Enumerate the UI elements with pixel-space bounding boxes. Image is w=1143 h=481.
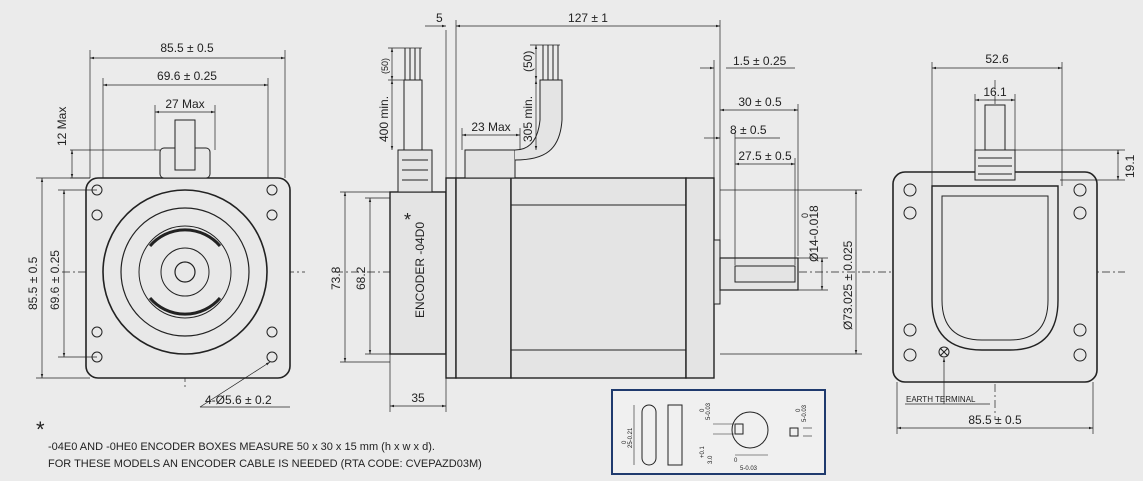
front-labels: 85.5 ± 0.5 69.6 ± 0.25 27 Max 12 Max 85.…	[26, 41, 272, 407]
encoder-height-label: 73.8	[329, 266, 343, 290]
encoder-asterisk: *	[404, 210, 411, 230]
earth-terminal-label: EARTH TERMINAL	[906, 395, 976, 404]
gland-width-label: 16.1	[983, 85, 1007, 99]
front-dimensions	[36, 50, 290, 408]
key-dim-b: 5-0.03	[706, 402, 712, 420]
encoder-model-label: ENCODER -04D0	[413, 222, 427, 318]
front-height-holes-label: 69.6 ± 0.25	[48, 250, 62, 310]
front-width-holes-label: 69.6 ± 0.25	[157, 69, 217, 83]
side-labels: 5 127 ± 1 1.5 ± 0.25 30 ± 0.5 8 ± 0.5 27…	[329, 11, 855, 405]
length-dim-label: 127 ± 1	[568, 11, 608, 25]
rear-width-label: 85.5 ± 0.5	[968, 413, 1022, 427]
key-dim-c: 3.0	[708, 455, 714, 464]
motor-cable-strip-label: (50)	[521, 51, 535, 72]
flange-dim-label: 5	[436, 11, 443, 25]
encoder-cable-label: 400 min.	[377, 96, 391, 142]
connector-label: 23 Max	[471, 120, 510, 134]
side-dimensions	[340, 20, 862, 412]
key-dim-a: 25-0.21	[628, 427, 634, 448]
shaft-step-label: 1.5 ± 0.25	[733, 54, 787, 68]
footnote-star: *	[36, 417, 45, 442]
front-width-outer-label: 85.5 ± 0.5	[160, 41, 214, 55]
key-dim-a-tol: 0	[622, 440, 628, 444]
gland-height-label: 19.1	[1123, 154, 1137, 178]
front-height-outer-label: 85.5 ± 0.5	[26, 256, 40, 310]
rear-view	[862, 80, 1125, 420]
motor-cable-label: 305 min.	[521, 96, 535, 142]
key-dim-d: 5-0.03	[740, 466, 758, 472]
mounting-holes-label: 4-Ø5.6 ± 0.2	[205, 393, 272, 407]
key-detail: 0 25-0.21 0 5-0.03 +0.1 3.0 0 5-0.03 0 5…	[611, 389, 826, 475]
key-dim-e: 5-0.03	[802, 404, 808, 422]
rear-top-label: 52.6	[985, 52, 1009, 66]
key-dim-c-tol: +0.1	[700, 445, 706, 458]
side-view	[335, 45, 860, 379]
rear-dimensions	[896, 62, 1125, 434]
encoder-cable-strip-label: (50)	[380, 58, 390, 74]
front-view	[62, 119, 305, 390]
shaft-length-label: 30 ± 0.5	[738, 95, 782, 109]
shaft-dia-label: Ø14-0.018	[807, 205, 821, 262]
cable-height-label: 12 Max	[55, 107, 69, 146]
key-offset-label: 8 ± 0.5	[730, 123, 767, 137]
key-dim-d-tol: 0	[734, 458, 738, 464]
rear-labels: 52.6 16.1 19.1 85.5 ± 0.5 EARTH TERMINAL	[906, 52, 1137, 427]
key-dim-e-tol: 0	[796, 408, 802, 412]
boss-label: 27 Max	[165, 97, 204, 111]
key-length-label: 27.5 ± 0.5	[738, 149, 792, 163]
key-dim-b-tol: 0	[700, 408, 706, 412]
encoder-length-label: 35	[411, 391, 425, 405]
encoder-inner-label: 68.2	[354, 266, 368, 290]
footnote-line-1: -04E0 AND -0HE0 ENCODER BOXES MEASURE 50…	[48, 441, 435, 453]
footnote-line-2: FOR THESE MODELS AN ENCODER CABLE IS NEE…	[48, 458, 482, 470]
pilot-dia-label: Ø73.025 ± 0.025	[841, 240, 855, 330]
shaft-dia-tol-label: 0	[800, 213, 810, 218]
